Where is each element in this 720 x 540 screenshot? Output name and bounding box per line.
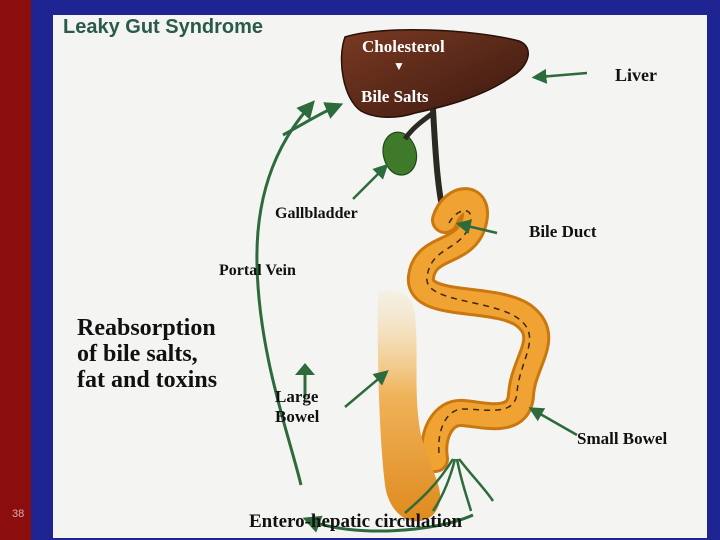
bowel-arrow-1 bbox=[404, 458, 455, 514]
reabsorption-heading: Reabsorption of bile salts, fat and toxi… bbox=[77, 315, 218, 393]
down-arrow-icon: ▼ bbox=[393, 59, 405, 73]
left-accent-strip bbox=[0, 0, 31, 540]
bowel-arrow-2 bbox=[431, 458, 457, 512]
large-bowel-pointer bbox=[344, 370, 389, 408]
reabsorption-arrowhead bbox=[295, 363, 315, 375]
cystic-duct bbox=[402, 110, 435, 141]
entero-hepatic-diagram bbox=[255, 29, 588, 533]
liver-reabsorption-arrow bbox=[282, 102, 344, 137]
liver-organ bbox=[340, 29, 529, 118]
liver-pointer bbox=[531, 68, 588, 84]
diagram-panel: Leaky Gut Syndrome Cholesterol ▼ Bile Sa… bbox=[53, 15, 707, 538]
gallbladder-label: Gallbladder bbox=[275, 205, 358, 222]
hepatic-duct bbox=[430, 108, 446, 212]
slide-number: 38 bbox=[12, 508, 25, 520]
large-bowel-label: Large Bowel bbox=[275, 387, 320, 426]
diagram-title: Leaky Gut Syndrome bbox=[63, 16, 264, 38]
portal-vein-arrow bbox=[255, 100, 315, 486]
liver-label: Liver bbox=[615, 65, 657, 85]
bile-duct-pointer bbox=[455, 219, 498, 235]
circulation-label: Entero-hepatic circulation bbox=[249, 511, 463, 532]
small-bowel-label: Small Bowel bbox=[577, 429, 668, 448]
gallbladder-pointer bbox=[352, 163, 389, 200]
bile-duct-label: Bile Duct bbox=[529, 222, 597, 241]
bowel-arrow-3 bbox=[455, 458, 473, 512]
circulation-arrow bbox=[302, 513, 474, 533]
gallbladder-organ bbox=[382, 131, 418, 176]
small-bowel-pointer bbox=[528, 407, 578, 437]
large-bowel-organ bbox=[377, 290, 441, 522]
portal-vein-label: Portal Vein bbox=[219, 262, 296, 279]
bile-salts-label: Bile Salts bbox=[361, 87, 429, 106]
cholesterol-label: Cholesterol bbox=[362, 37, 445, 56]
bowel-arrow-4 bbox=[458, 458, 495, 502]
